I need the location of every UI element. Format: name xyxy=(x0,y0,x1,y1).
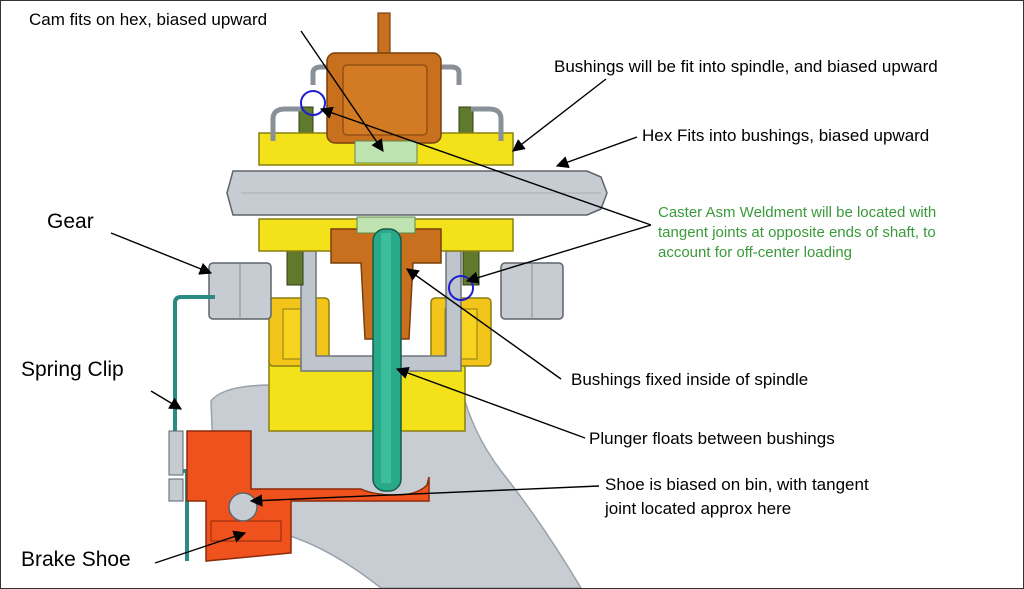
label-caster-line2: tangent joints at opposite ends of shaft… xyxy=(658,224,936,241)
label-cam: Cam fits on hex, biased upward xyxy=(29,10,268,29)
label-shoe-line1: Shoe is biased on bin, with tangent xyxy=(605,475,869,494)
spindle-housing xyxy=(268,360,466,432)
label-shoe-line2: joint located approx here xyxy=(605,499,792,518)
label-spring-clip: Spring Clip xyxy=(21,358,124,381)
cam-hex-insert xyxy=(354,140,418,164)
blue-marker-top xyxy=(300,90,326,116)
leader-lines xyxy=(110,30,652,564)
label-brake-shoe: Brake Shoe xyxy=(21,548,131,571)
blue-marker-bottom xyxy=(448,275,474,301)
label-hex-fits: Hex Fits into bushings, biased upward xyxy=(642,126,930,145)
label-caster-line1: Caster Asm Weldment will be located with xyxy=(658,204,937,221)
label-bushings-fit: Bushings will be fit into spindle, and b… xyxy=(554,57,938,76)
label-bushings-fixed: Bushings fixed inside of spindle xyxy=(571,370,809,389)
label-plunger: Plunger floats between bushings xyxy=(589,429,835,448)
tangent-joint-pin xyxy=(228,492,258,522)
label-caster-line3: account for off-center loading xyxy=(658,244,853,261)
label-gear: Gear xyxy=(47,210,94,233)
